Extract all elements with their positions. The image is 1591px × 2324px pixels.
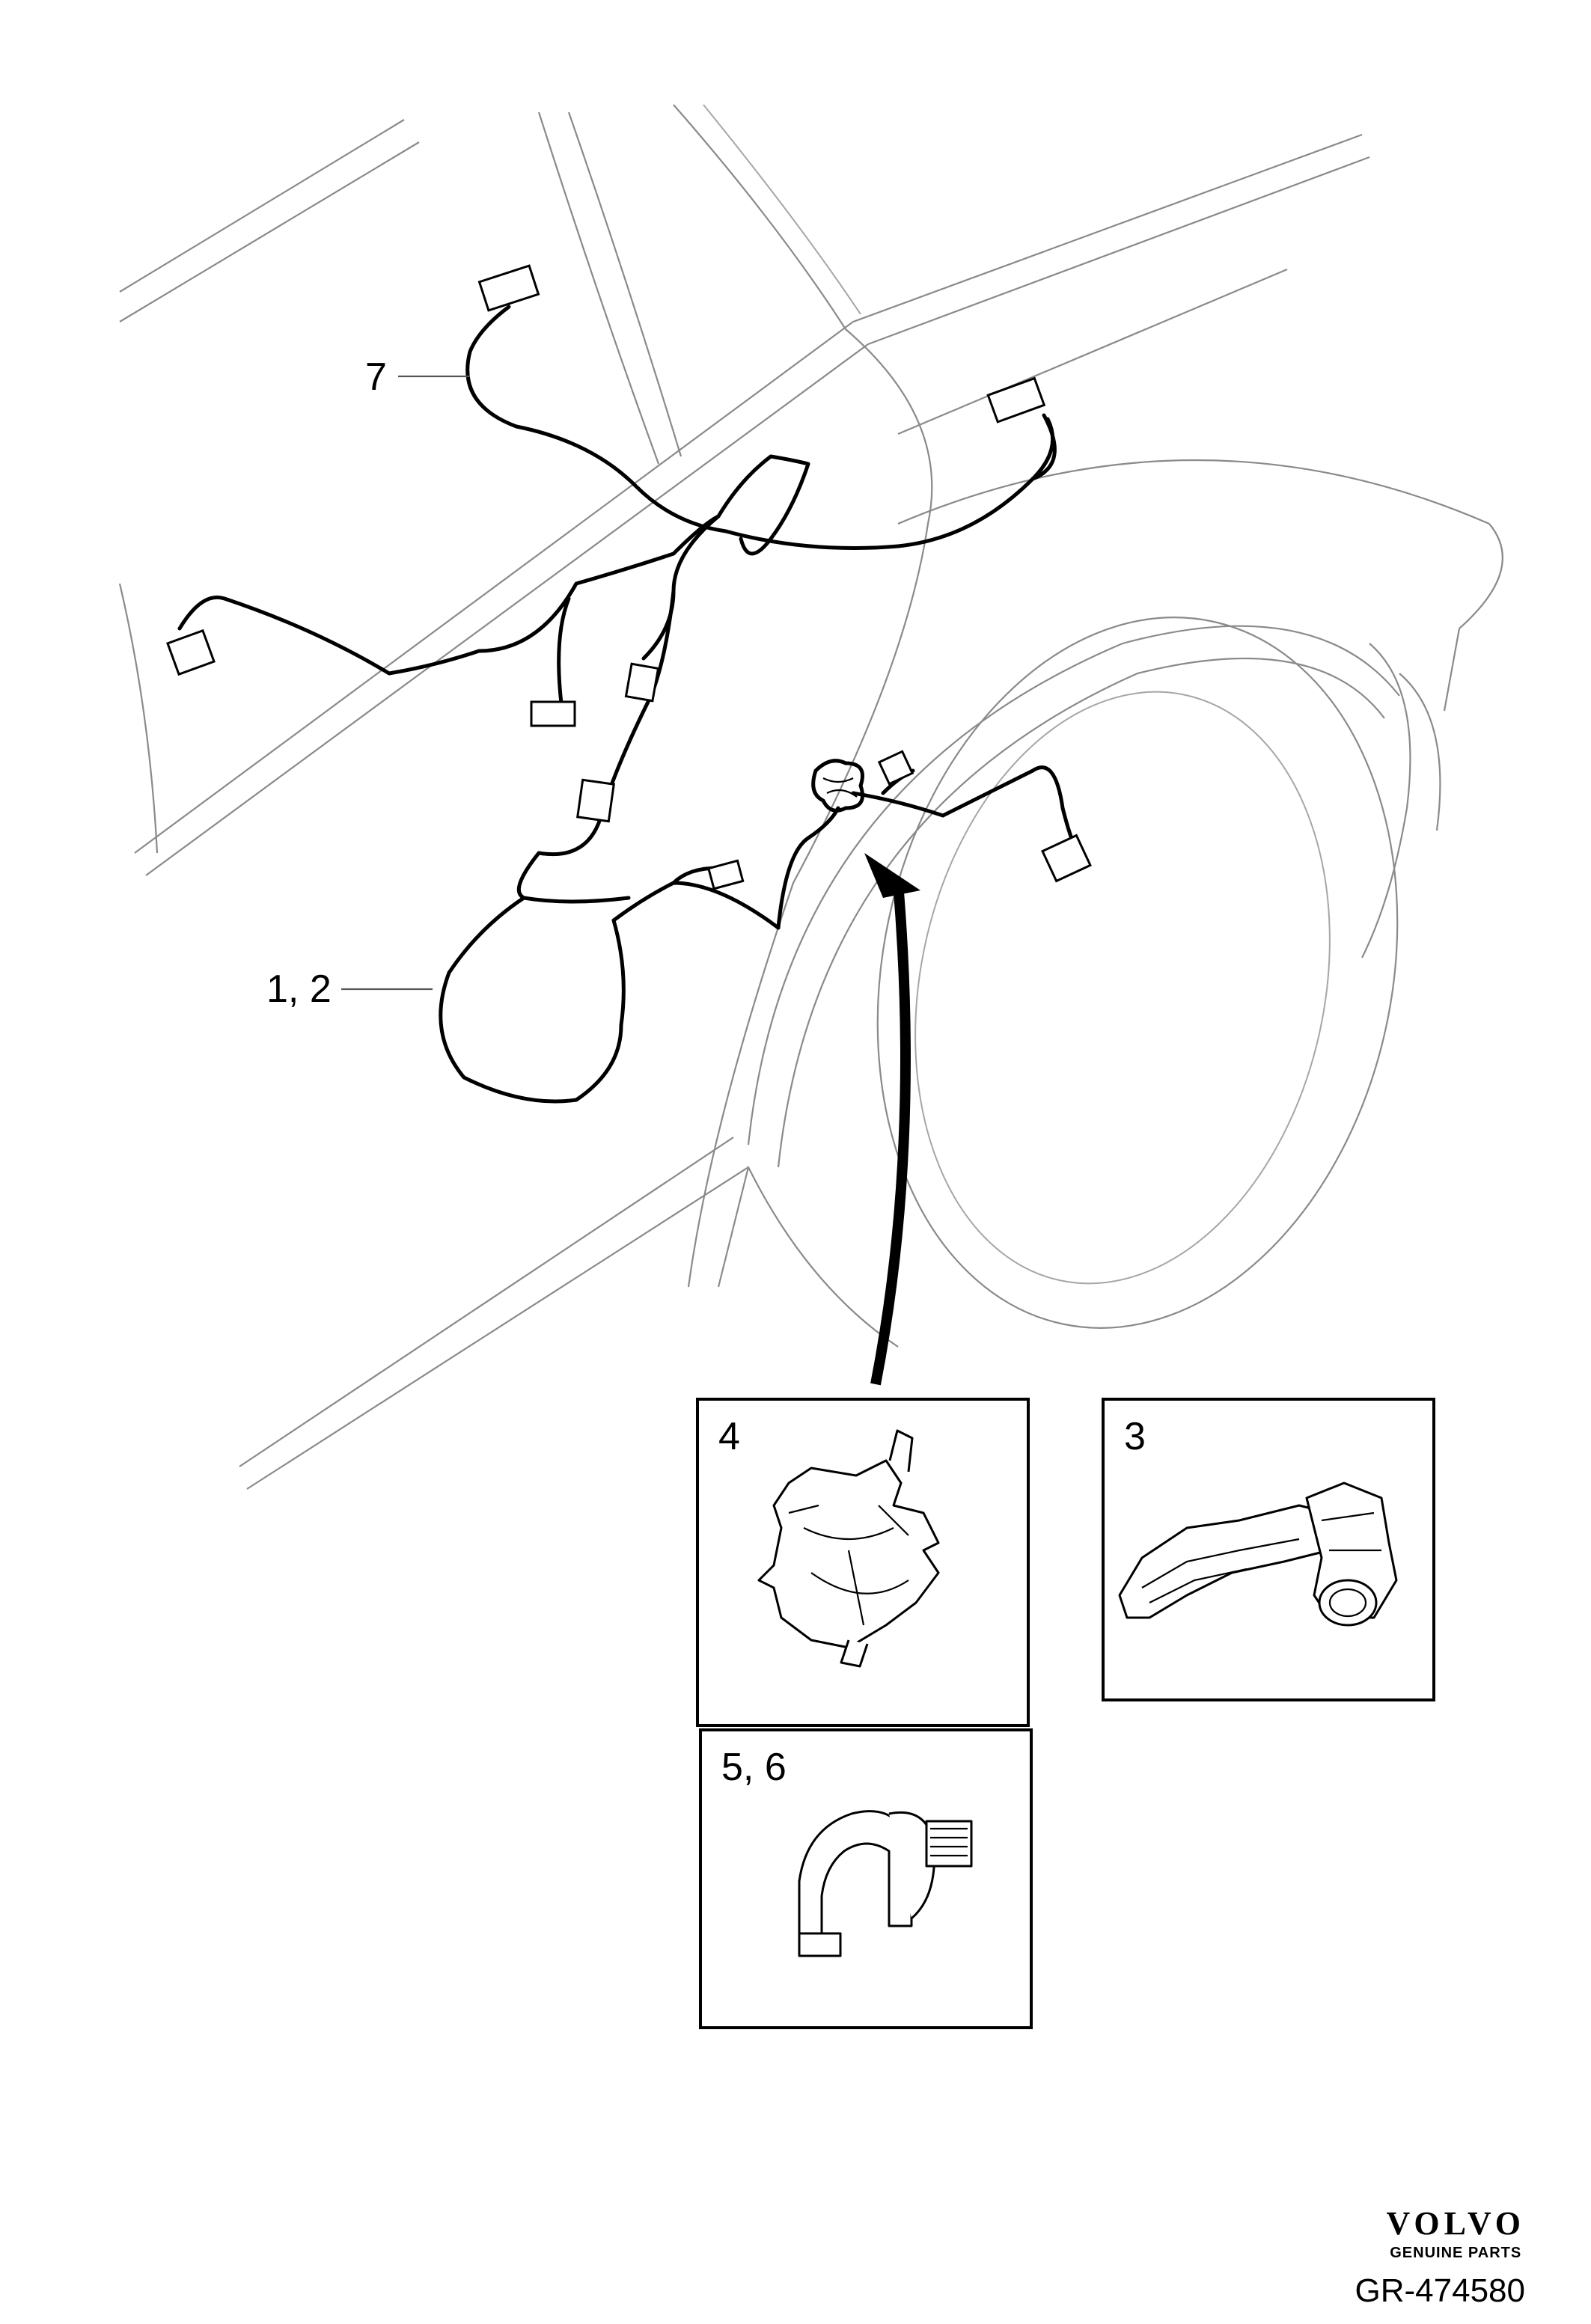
harness-holder-illustration bbox=[757, 1429, 940, 1668]
detail-label-3: 3 bbox=[1124, 1415, 1146, 1458]
wiring-harness bbox=[166, 264, 1092, 1104]
detail-box-3: 3 bbox=[1102, 1398, 1435, 1701]
detail-label-5-6: 5, 6 bbox=[721, 1746, 787, 1789]
brand-tagline: GENUINE PARTS bbox=[1390, 2245, 1522, 2261]
detail-arrow bbox=[864, 853, 920, 1386]
cable-clip-illustration bbox=[1118, 1481, 1398, 1627]
volvo-logo: VOLVO GENUINE PARTS bbox=[1386, 2207, 1525, 2262]
car-body-outline bbox=[118, 104, 1503, 1490]
diagram-reference: GR-474580 bbox=[1355, 2272, 1525, 2309]
brand-name: VOLVO bbox=[1386, 2205, 1525, 2242]
callout-1-2: 1, 2 bbox=[266, 967, 332, 1011]
callout-7: 7 bbox=[365, 355, 387, 399]
detail-box-4: 4 bbox=[696, 1398, 1030, 1727]
detail-box-5-6: 5, 6 bbox=[699, 1728, 1033, 2029]
strap-clip-illustration bbox=[798, 1810, 973, 1957]
detail-label-4: 4 bbox=[718, 1415, 740, 1458]
